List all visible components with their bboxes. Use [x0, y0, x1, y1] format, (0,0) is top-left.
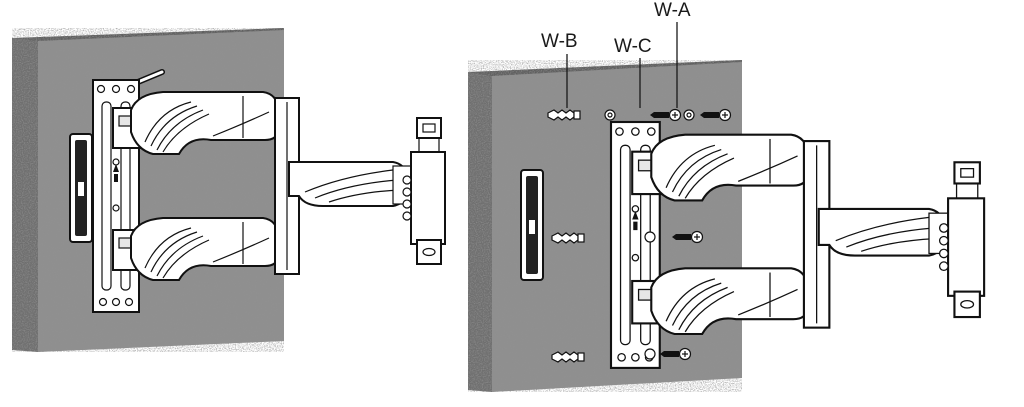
right-figure: W-B W-C W-A [468, 0, 986, 392]
label-w-b: W-B [541, 31, 578, 52]
anchor-top [547, 109, 581, 121]
anchor-mid [551, 232, 585, 244]
left-figure [12, 28, 446, 352]
anchor-bottom [551, 351, 585, 363]
washer-top [604, 109, 695, 360]
right-wall [468, 60, 742, 392]
label-w-c: W-C [614, 36, 652, 57]
label-w-a: W-A [654, 0, 691, 21]
